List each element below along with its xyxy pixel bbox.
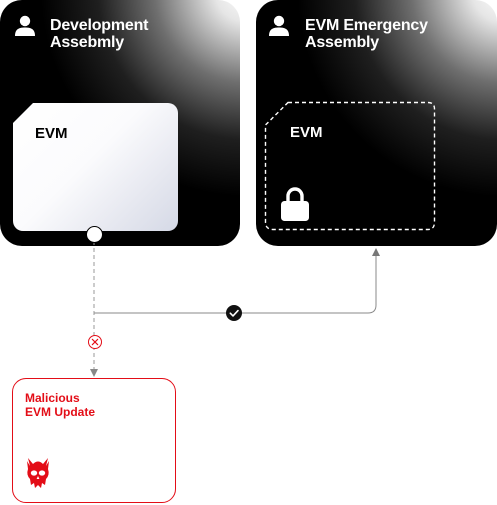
check-icon (226, 305, 242, 321)
development-assembly-card: Development Assebmly EVM (0, 0, 240, 246)
emergency-assembly-card: EVM Emergency Assembly EVM (256, 0, 497, 246)
evm-label: EVM (290, 124, 323, 141)
evm-module: EVM (13, 103, 178, 231)
approved-path-line (94, 255, 377, 314)
emergency-assembly-title: EVM Emergency Assembly (305, 17, 428, 51)
malicious-update-title: Malicious EVM Update (25, 391, 96, 419)
connector-node (86, 226, 103, 243)
skull-icon (27, 458, 49, 488)
arrow-icon (372, 248, 380, 256)
person-icon (269, 15, 289, 36)
x-icon (88, 335, 102, 349)
arrow-icon (90, 369, 98, 377)
malicious-update-card: Malicious EVM Update (12, 378, 176, 503)
evm-label: EVM (35, 125, 68, 142)
development-assembly-title: Development Assebmly (50, 17, 149, 51)
evm-locked-outline (264, 101, 436, 231)
person-icon (15, 15, 35, 36)
lock-icon (281, 187, 309, 221)
